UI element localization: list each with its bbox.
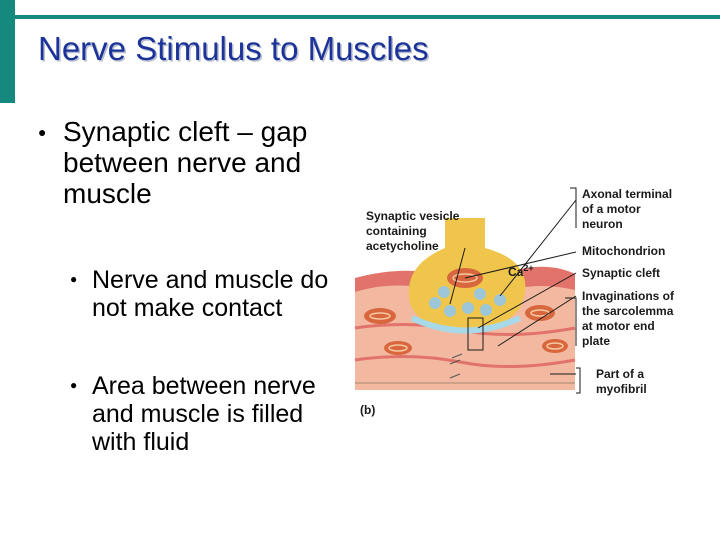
cleft-highlight-box — [467, 317, 484, 351]
label-axonal-1: Axonal terminal — [582, 187, 672, 201]
accent-bar-left — [0, 0, 15, 103]
label-axonal-3: neuron — [582, 217, 623, 231]
bullet-dot-icon: ● — [70, 378, 78, 392]
leader-lines — [449, 187, 581, 394]
label-myofibril-2: myofibril — [596, 382, 647, 396]
accent-bar-top — [15, 15, 720, 19]
label-vesicle-3: acetycholine — [366, 239, 439, 253]
label-invaginations-3: at motor end — [582, 319, 655, 333]
label-invaginations-2: the sarcolemma — [582, 304, 674, 318]
label-vesicle-1: Synaptic vesicle — [366, 209, 460, 223]
sub-bullet-text: Area between nerve and muscle is filled … — [92, 372, 316, 456]
label-calcium: Ca2+ — [508, 263, 534, 279]
neuromuscular-junction-diagram: Synaptic vesicle containing acetycholine… — [340, 178, 720, 428]
break-marks — [449, 353, 463, 379]
synaptic-vesicles — [429, 286, 506, 317]
mitochondria — [364, 305, 568, 355]
bullet-dot-icon: ● — [38, 124, 47, 140]
label-invaginations-4: plate — [582, 334, 610, 348]
bullet-text: Synaptic cleft – gap between nerve and m… — [63, 116, 308, 209]
label-synaptic-cleft: Synaptic cleft — [582, 266, 660, 280]
bullet-dot-icon: ● — [70, 272, 78, 286]
label-mitochondrion: Mitochondrion — [582, 244, 665, 258]
label-vesicle-2: containing — [366, 224, 427, 238]
diagram-svg: Synaptic vesicle containing acetycholine… — [354, 187, 675, 417]
slide-title: Nerve Stimulus to Muscles — [38, 30, 429, 67]
sub-bullet-text: Nerve and muscle do not make contact — [92, 266, 329, 322]
panel-label: (b) — [360, 403, 375, 417]
label-myofibril-1: Part of a — [596, 367, 644, 381]
label-invaginations-1: Invaginations of — [582, 289, 675, 303]
label-axonal-2: of a motor — [582, 202, 641, 216]
